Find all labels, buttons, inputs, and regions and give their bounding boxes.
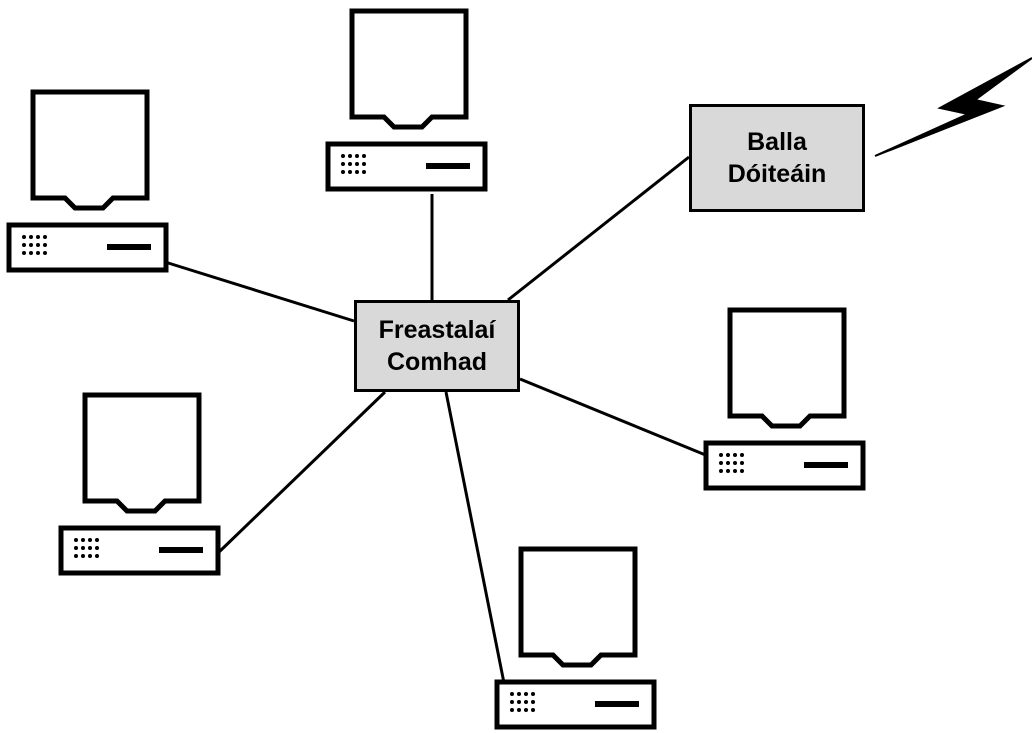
connections <box>164 155 709 684</box>
firewall-label-line1: Balla <box>747 128 807 156</box>
link-right-computer <box>519 377 709 458</box>
link-firewall <box>507 155 690 302</box>
firewall-label-line2: Dóiteáin <box>727 160 827 188</box>
link-left-bottom-computer <box>216 390 387 555</box>
firewall-node: Balla Dóiteáin <box>689 104 865 212</box>
computer-icon <box>706 310 863 488</box>
file-server-node: Freastalaí Comhad <box>354 300 520 392</box>
computer-icon <box>328 11 485 189</box>
lightning-icon <box>874 57 1032 157</box>
computer-icon <box>497 549 654 727</box>
link-bottom-computer <box>444 391 506 684</box>
file-server-label-line1: Freastalaí <box>378 316 496 344</box>
link-left-top-computer <box>164 260 355 323</box>
computer-icon <box>9 92 166 270</box>
computer-icon <box>61 395 218 573</box>
file-server-label-line2: Comhad <box>387 348 487 376</box>
